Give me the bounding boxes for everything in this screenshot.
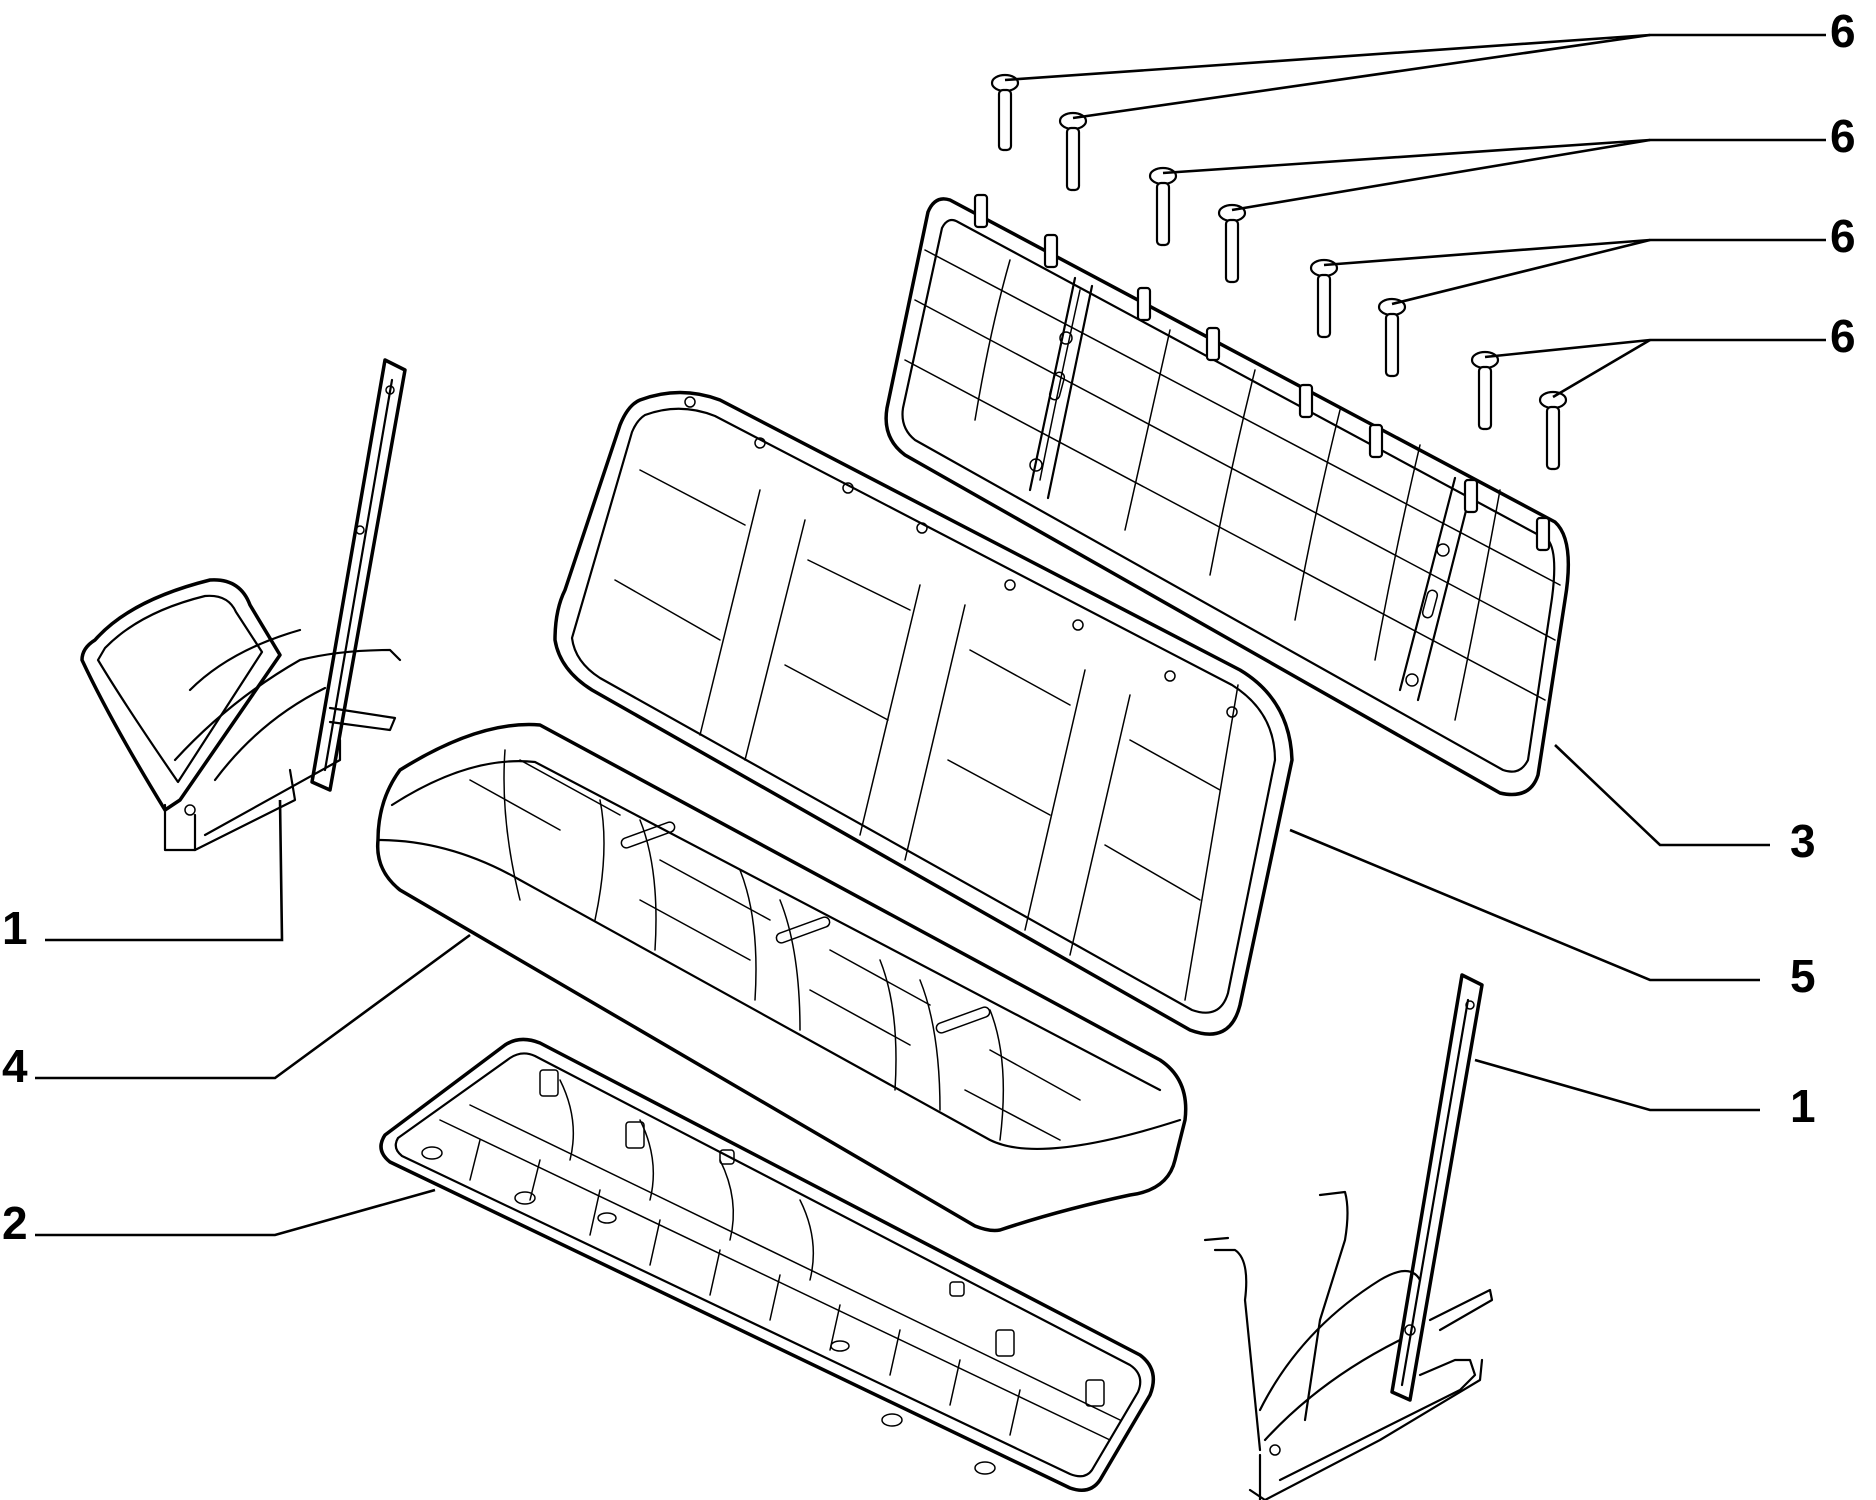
seat-frame-left-part [80,358,407,852]
pin-set-part [990,73,1568,471]
seat-frame-right-part [1203,973,1494,1500]
pin-3b [1377,297,1407,378]
callout-pin-row4: 6 [1830,310,1856,362]
backrest-cushion-part [553,390,1294,1036]
callout-frame-right: 1 [1790,1080,1816,1132]
seat-base-pan-part [379,1037,1156,1492]
callout-seat-base-pan: 2 [2,1197,28,1249]
pin-1b [1058,111,1088,192]
leader-lines [35,33,1826,1237]
callout-pin-row1: 6 [1830,5,1856,57]
backrest-frame-part [884,193,1571,797]
callout-frame-left: 1 [2,902,28,954]
pin-4b [1538,390,1568,471]
pin-1a [990,73,1020,152]
seat-cushion-part [375,722,1188,1233]
callout-backrest-cushion: 5 [1790,950,1816,1002]
pin-3a [1309,258,1339,339]
pin-2a [1148,166,1178,247]
pin-2b [1217,203,1247,284]
callout-seat-cushion: 4 [2,1040,28,1092]
callout-pin-row2: 6 [1830,110,1856,162]
callout-backrest-frame: 3 [1790,815,1816,867]
callout-pin-row3: 6 [1830,210,1856,262]
pin-4a [1470,350,1500,431]
